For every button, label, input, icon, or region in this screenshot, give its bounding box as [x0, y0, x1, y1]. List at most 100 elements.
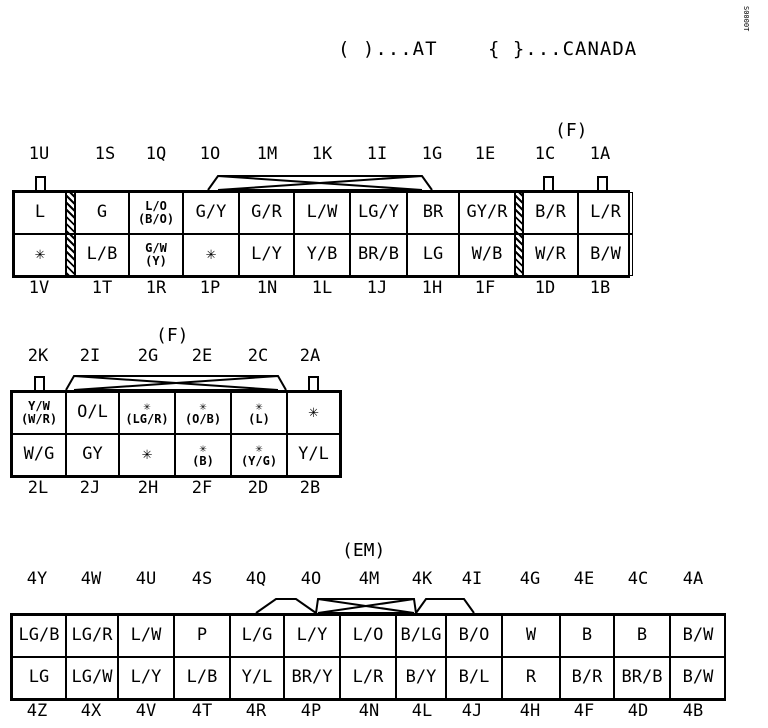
pin-label: 4L	[411, 701, 433, 721]
pin-label: 4E	[573, 569, 595, 589]
pin-cell: Y/L	[287, 434, 340, 476]
pin-label: 4J	[461, 701, 483, 721]
pin-label: 2J	[79, 478, 101, 498]
pin-cell: BR	[407, 192, 459, 234]
legend-canada: { }...CANADA	[487, 38, 638, 60]
pin-label: 4U	[135, 569, 157, 589]
pin-cell: L/Y	[118, 657, 174, 699]
pin-cell: L	[14, 192, 66, 234]
pin-label: 4P	[300, 701, 322, 721]
legend-at: ( )...AT	[338, 38, 438, 60]
pin-cell: B/L	[446, 657, 502, 699]
pin-cell: LG/W	[66, 657, 118, 699]
pin-label: 4M	[358, 569, 380, 589]
pin-cell: O/L	[66, 392, 119, 434]
pin-cell: Y/L	[230, 657, 284, 699]
pin-label: 4H	[519, 701, 541, 721]
divider	[515, 234, 523, 276]
pin-cell: B/Y	[396, 657, 446, 699]
pin-label: 1V	[28, 278, 50, 298]
pin-cell: G	[75, 192, 129, 234]
pin-label: 1T	[91, 278, 113, 298]
wire-bracket	[315, 598, 417, 614]
lock-tab	[543, 176, 554, 190]
pin-cell: L/B	[75, 234, 129, 276]
pin-label: 4N	[358, 701, 380, 721]
pin-cell: B/W	[670, 615, 726, 657]
pin-label: 4X	[80, 701, 102, 721]
pin-label: 1L	[311, 278, 333, 298]
pin-cell: LG/B	[12, 615, 66, 657]
pin-label: 4A	[682, 569, 704, 589]
lock-tab	[308, 376, 319, 390]
wire-bracket	[207, 175, 433, 191]
pin-cell: ✳ (L)	[231, 392, 287, 434]
pin-cell: GY/R	[459, 192, 515, 234]
pin-cell: W/R	[523, 234, 578, 276]
lock-tab	[34, 376, 45, 390]
pin-cell: W/G	[12, 434, 66, 476]
pin-cell: P	[174, 615, 230, 657]
pin-cell: LG	[407, 234, 459, 276]
pin-label: 1F	[474, 278, 496, 298]
divider	[515, 192, 523, 234]
pin-label: 1C	[534, 144, 556, 164]
pin-label: 1B	[589, 278, 611, 298]
pin-label: 4S	[191, 569, 213, 589]
pin-cell: L/W	[118, 615, 174, 657]
pin-cell: LG/Y	[350, 192, 407, 234]
pin-label: 1O	[199, 144, 221, 164]
pin-label: 4W	[80, 569, 102, 589]
wire-bracket	[255, 598, 317, 614]
pin-cell: ✳ (Y/G)	[231, 434, 287, 476]
pin-cell: B/W	[578, 234, 633, 276]
divider	[66, 234, 75, 276]
pin-label: 4K	[411, 569, 433, 589]
margin-mark: S0000T	[742, 6, 750, 32]
pin-cell: Y/B	[294, 234, 350, 276]
legend: ( )...AT { }...CANADA	[338, 38, 675, 60]
pin-cell: LG/R	[66, 615, 118, 657]
pin-cell: B/R	[523, 192, 578, 234]
pin-cell: BR/B	[350, 234, 407, 276]
c4-tag: (EM)	[342, 540, 386, 561]
pin-label: 2E	[191, 346, 213, 366]
pin-cell: ✳ (B)	[175, 434, 231, 476]
divider	[66, 192, 75, 234]
pin-cell: GY	[66, 434, 119, 476]
pin-cell: ✳	[14, 234, 66, 276]
pin-label: 2G	[137, 346, 159, 366]
c2-tag: (F)	[156, 325, 189, 346]
pin-label: 4D	[627, 701, 649, 721]
pin-label: 4R	[245, 701, 267, 721]
pin-cell: ✳	[183, 234, 239, 276]
pin-label: 2L	[27, 478, 49, 498]
pin-cell: W	[502, 615, 560, 657]
pin-label: 1H	[421, 278, 443, 298]
pin-cell: ✳	[119, 434, 175, 476]
pin-label: 1D	[534, 278, 556, 298]
pin-cell: B/LG	[396, 615, 446, 657]
pin-cell: ✳ (LG/R)	[119, 392, 175, 434]
pin-label: 2H	[137, 478, 159, 498]
pin-cell: L/B	[174, 657, 230, 699]
c1-tag: (F)	[555, 120, 588, 141]
pin-cell: BR/B	[614, 657, 670, 699]
pin-cell: B	[560, 615, 614, 657]
pin-cell: Y/W (W/R)	[12, 392, 66, 434]
pin-cell: L/Y	[239, 234, 294, 276]
pin-label: 4O	[300, 569, 322, 589]
pin-label: 2F	[191, 478, 213, 498]
pin-label: 1K	[311, 144, 333, 164]
pin-label: 4I	[461, 569, 483, 589]
pin-label: 4C	[627, 569, 649, 589]
pin-label: 4G	[519, 569, 541, 589]
pin-cell: W/B	[459, 234, 515, 276]
pin-label: 4Z	[26, 701, 48, 721]
pin-label: 4V	[135, 701, 157, 721]
pin-label: 1J	[366, 278, 388, 298]
pin-label: 4Q	[245, 569, 267, 589]
pin-label: 4T	[191, 701, 213, 721]
